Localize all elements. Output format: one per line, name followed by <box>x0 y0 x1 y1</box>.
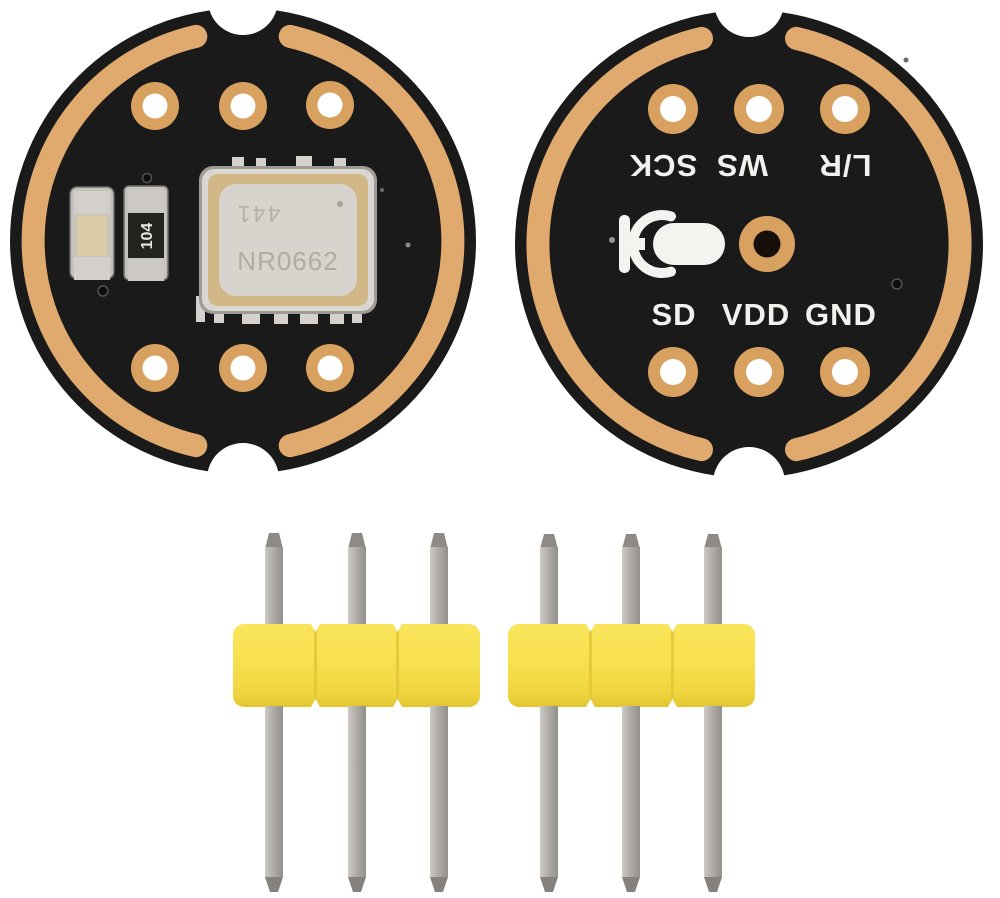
mic-module-front: 441 NR0662 104 <box>10 0 476 515</box>
header-pins-top <box>265 533 448 626</box>
microphone-icon <box>619 210 725 278</box>
pin-tip <box>540 534 558 549</box>
gold-arc-left <box>526 26 713 462</box>
label-sd: SD <box>651 297 696 332</box>
pin-tip <box>540 877 558 892</box>
pin-labels-bottom: SD VDD GND <box>651 297 877 332</box>
pin-labels-top: SCK WS L/R <box>629 148 872 183</box>
mic-module-back: SCK WS L/R SD VDD GND <box>515 0 983 519</box>
pin-top-2 <box>348 533 366 626</box>
pin-header-right <box>508 534 755 892</box>
label-vdd: VDD <box>722 297 790 332</box>
pin-header-left <box>233 533 480 892</box>
pin-shaft <box>540 547 558 626</box>
pin-bottom-2 <box>348 706 366 892</box>
pin-tip <box>622 877 640 892</box>
chip-marking-line2: NR0662 <box>237 246 338 276</box>
pin-shaft <box>704 706 722 877</box>
pin-bottom-3 <box>430 706 448 892</box>
pin-shaft <box>704 547 722 626</box>
pin-top-2 <box>622 534 640 626</box>
label-lr: L/R <box>819 148 872 183</box>
label-ws: WS <box>716 148 768 183</box>
pin-tip <box>704 534 722 549</box>
pin-shaft <box>348 547 366 626</box>
pin-tip <box>704 877 722 892</box>
bottom-notch <box>713 447 785 519</box>
pin-tip <box>622 534 640 549</box>
pin-shaft <box>622 547 640 626</box>
pin-top-1 <box>265 533 283 626</box>
vias-front <box>97 172 411 297</box>
pin-bottom-1 <box>265 706 283 892</box>
pin-tip <box>265 533 283 549</box>
header-pins-bottom <box>540 706 722 892</box>
label-gnd: GND <box>805 297 877 332</box>
pin-shaft <box>348 706 366 877</box>
header-body <box>508 624 755 707</box>
pin-shaft <box>622 706 640 877</box>
top-notch <box>208 0 278 35</box>
mems-chip: 441 NR0662 <box>196 156 377 324</box>
pin-tip <box>265 877 283 892</box>
pin-tip <box>430 533 448 549</box>
pin-shaft <box>265 706 283 877</box>
header-pins-top <box>540 534 722 626</box>
pin-tip <box>430 877 448 892</box>
smd-resistor-104: 104 <box>123 185 169 281</box>
pin-shaft <box>430 547 448 626</box>
gold-arc-left <box>21 24 208 458</box>
chip-top-plate <box>219 184 357 296</box>
chip-marking-line1: 441 <box>236 201 280 227</box>
header-pins-bottom <box>265 706 448 892</box>
gold-arc-right <box>785 26 972 462</box>
bottom-notch <box>207 443 279 515</box>
pin-bottom-3 <box>704 706 722 892</box>
header-body <box>233 624 480 707</box>
chip-leads <box>196 156 362 324</box>
pin-top-1 <box>540 534 558 626</box>
pin-shaft <box>265 547 283 626</box>
top-notch <box>714 0 784 37</box>
vias-back <box>609 57 909 290</box>
pin-tip <box>348 533 366 549</box>
acoustic-port-hole <box>739 216 795 272</box>
pin-top-3 <box>430 533 448 626</box>
pin-shaft <box>540 706 558 877</box>
smd-capacitor <box>69 186 115 280</box>
gold-arc-right <box>278 24 465 458</box>
solder-holes-back <box>648 84 870 397</box>
capacitor-marking: 104 <box>139 223 156 250</box>
chip-pin1-dot <box>337 201 343 207</box>
pin-bottom-2 <box>622 706 640 892</box>
solder-holes-front <box>131 81 354 392</box>
pin-shaft <box>430 706 448 877</box>
pin-tip <box>348 877 366 892</box>
label-sck: SCK <box>629 148 697 183</box>
pin-bottom-1 <box>540 706 558 892</box>
pin-top-3 <box>704 534 722 626</box>
